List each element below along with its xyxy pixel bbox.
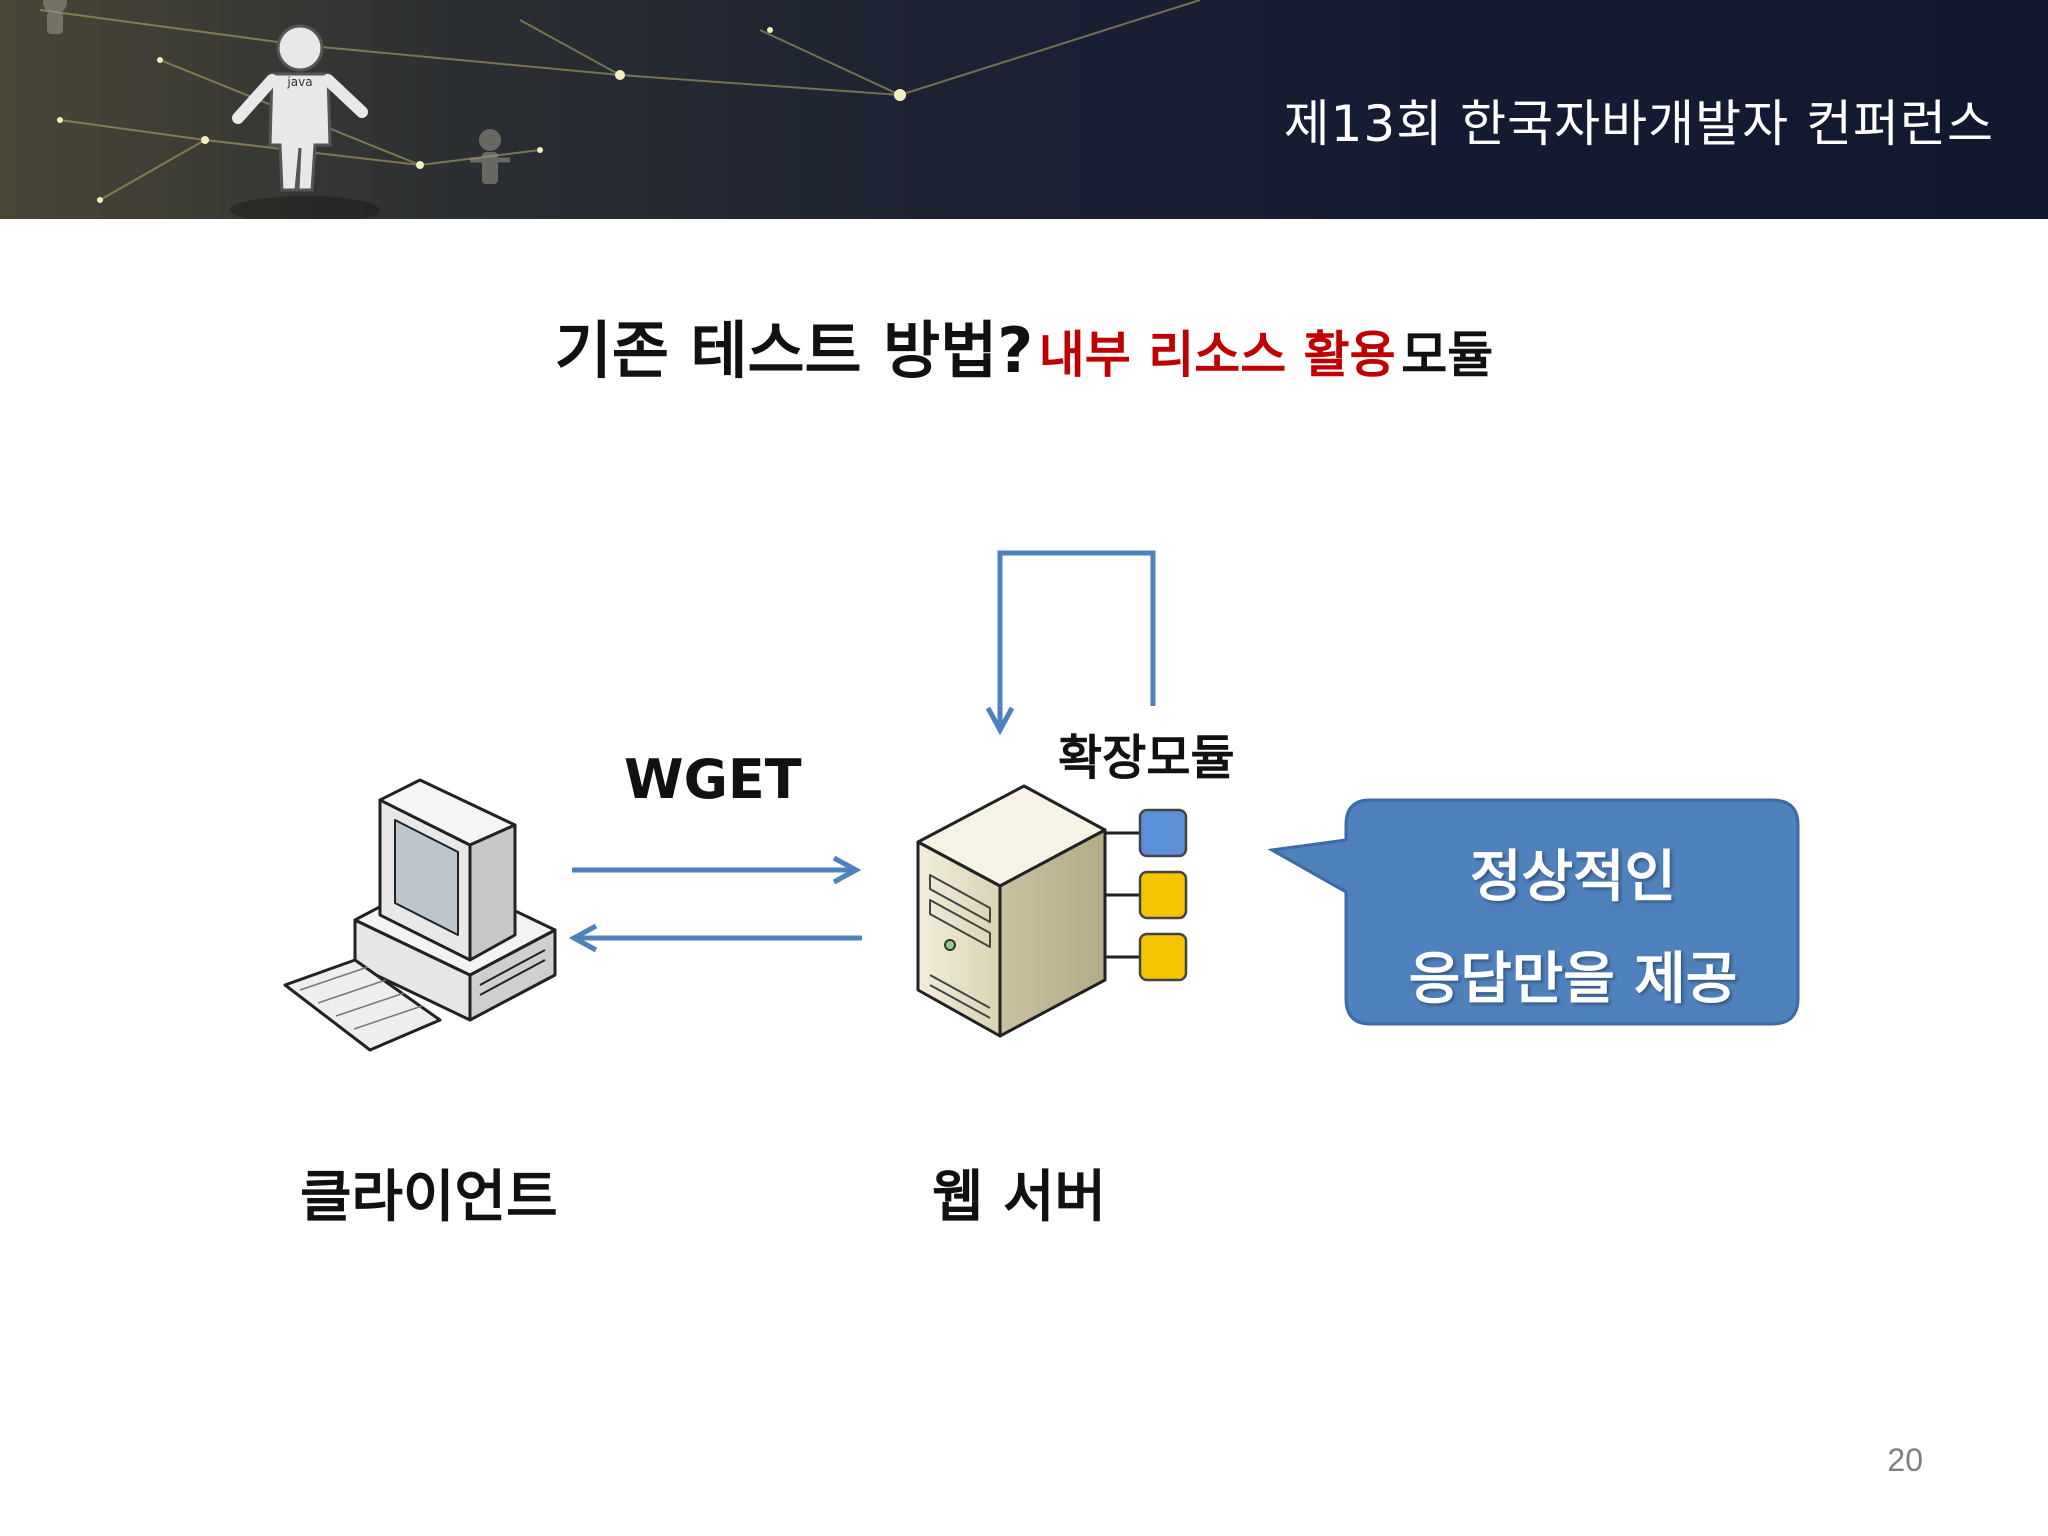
response-arrow bbox=[568, 923, 862, 953]
title-tail: 모듈 bbox=[1401, 326, 1494, 384]
header-banner: java 제13회 한국자바개발자 컨퍼런스 bbox=[0, 0, 2048, 219]
java-mascot-figure: java bbox=[230, 24, 380, 219]
mascot-text: java bbox=[286, 75, 312, 89]
client-computer-icon bbox=[283, 778, 557, 1052]
title-highlight: 내부 리소스 활용 bbox=[1038, 326, 1396, 384]
request-arrow bbox=[572, 855, 862, 885]
web-server-icon bbox=[916, 784, 1107, 1038]
module-box-3 bbox=[1138, 932, 1188, 982]
client-label: 클라이언트 bbox=[300, 1165, 558, 1230]
callout-bubble bbox=[1267, 798, 1800, 1026]
title-main: 기존 테스트 방법? bbox=[554, 314, 1034, 387]
callout-line-2: 응답만을 제공 bbox=[1408, 947, 1738, 1012]
slide-title: 기존 테스트 방법? 내부 리소스 활용 모듈 bbox=[0, 300, 2048, 390]
request-label: WGET bbox=[624, 748, 802, 811]
server-label: 웹 서버 bbox=[932, 1165, 1107, 1230]
conference-title: 제13회 한국자바개발자 컨퍼런스 bbox=[1283, 95, 1994, 153]
module-box-1 bbox=[1138, 808, 1188, 858]
page-number: 20 bbox=[1887, 1442, 1923, 1478]
loop-arrow bbox=[985, 550, 1156, 736]
callout-line-1: 정상적인 bbox=[1469, 845, 1677, 910]
module-connectors bbox=[1105, 831, 1140, 959]
module-box-2 bbox=[1138, 870, 1188, 920]
network-constellation-graphic: java bbox=[39, 0, 1201, 219]
module-label: 확장모듈 bbox=[1058, 730, 1235, 786]
